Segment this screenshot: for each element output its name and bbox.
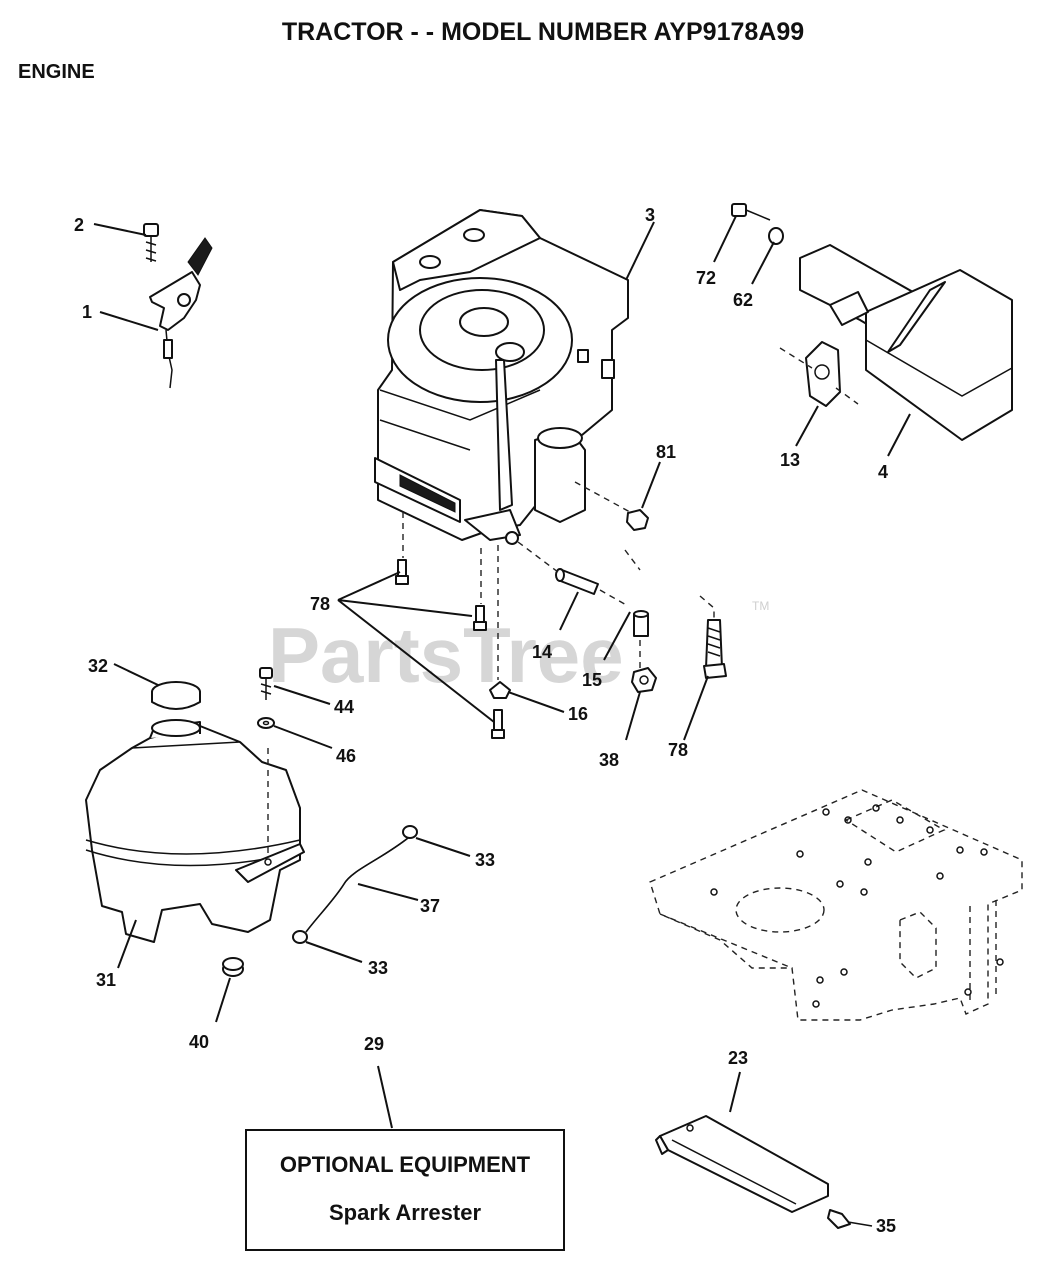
callout-44: 44 bbox=[334, 697, 354, 717]
callout-72: 72 bbox=[696, 268, 716, 288]
callout-37: 37 bbox=[420, 896, 440, 916]
callout-33-top: 33 bbox=[475, 850, 495, 870]
fuel-line-part bbox=[305, 837, 409, 933]
muffler-part bbox=[799, 244, 1013, 441]
throttle-control-part bbox=[149, 237, 213, 389]
callout-2: 2 bbox=[74, 215, 84, 235]
spacer-part bbox=[517, 541, 629, 607]
callout-62: 62 bbox=[733, 290, 753, 310]
callout-3: 3 bbox=[645, 205, 655, 225]
callout-38: 38 bbox=[599, 750, 619, 770]
fuel-tank-part bbox=[85, 719, 305, 943]
watermark-trademark: TM bbox=[752, 599, 769, 613]
callout-16: 16 bbox=[568, 704, 588, 724]
callout-14: 14 bbox=[532, 642, 552, 662]
frame-part bbox=[649, 789, 1023, 1021]
flange-nut-part bbox=[631, 667, 657, 693]
grommet-part bbox=[222, 957, 244, 977]
fuel-cap-part bbox=[151, 681, 201, 710]
optional-equipment-heading: OPTIONAL EQUIPMENT bbox=[280, 1152, 531, 1177]
callout-23: 23 bbox=[728, 1048, 748, 1068]
lock-washer-part bbox=[768, 227, 784, 245]
callout-13: 13 bbox=[780, 450, 800, 470]
optional-equipment-item: Spark Arrester bbox=[329, 1200, 481, 1225]
hex-nut-part bbox=[574, 481, 649, 531]
muffler-gasket-part bbox=[779, 341, 859, 407]
callout-78-bolt: 78 bbox=[668, 740, 688, 760]
optional-equipment-box: OPTIONAL EQUIPMENT Spark Arrester bbox=[245, 1129, 565, 1251]
throttle-screw-part bbox=[143, 223, 159, 262]
callout-31: 31 bbox=[96, 970, 116, 990]
section-label: ENGINE bbox=[18, 61, 95, 83]
engine-bolts-part bbox=[395, 512, 727, 739]
diagram-title: TRACTOR - - MODEL NUMBER AYP9178A99 bbox=[282, 18, 804, 46]
callout-78-engine: 78 bbox=[310, 594, 330, 614]
engine-part bbox=[374, 209, 629, 545]
tank-washer-part bbox=[257, 717, 275, 729]
callout-1: 1 bbox=[82, 302, 92, 322]
callout-4: 4 bbox=[878, 462, 888, 482]
hose-clamp-part bbox=[292, 825, 418, 944]
watermark-text: PartsTree bbox=[268, 611, 624, 699]
callout-46: 46 bbox=[336, 746, 356, 766]
callout-33-bottom: 33 bbox=[368, 958, 388, 978]
shield-screw-part bbox=[827, 1209, 873, 1229]
washer-part bbox=[489, 545, 511, 699]
muffler-bolt-part bbox=[731, 203, 771, 221]
callout-29: 29 bbox=[364, 1034, 384, 1054]
callout-32: 32 bbox=[88, 656, 108, 676]
watermark: PartsTree TM bbox=[268, 599, 769, 699]
callout-35: 35 bbox=[876, 1216, 896, 1236]
heat-shield-part bbox=[655, 1115, 829, 1213]
callout-81: 81 bbox=[656, 442, 676, 462]
callout-15: 15 bbox=[582, 670, 602, 690]
tank-bolt-part bbox=[259, 667, 273, 700]
bushing-part bbox=[624, 549, 649, 668]
callout-40: 40 bbox=[189, 1032, 209, 1052]
